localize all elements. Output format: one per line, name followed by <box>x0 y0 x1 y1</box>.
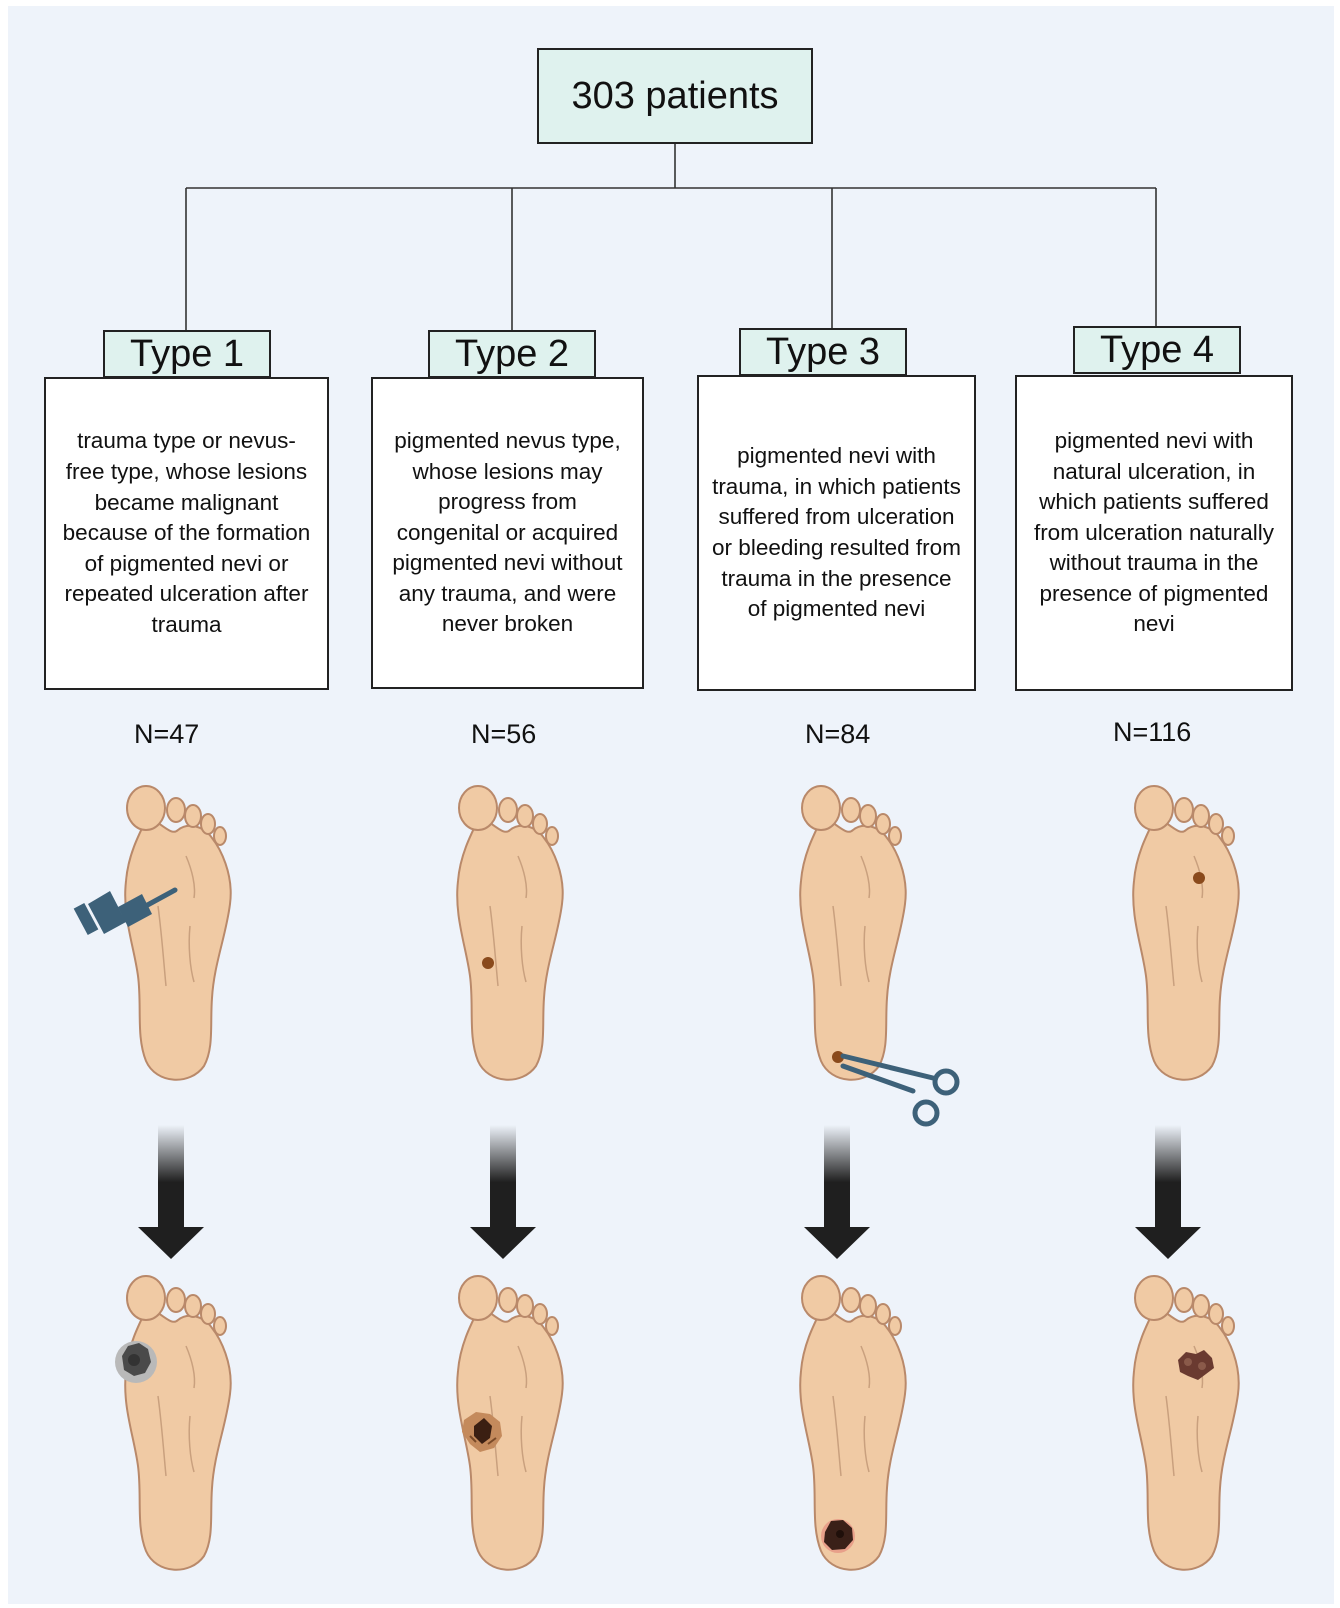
type-3-description: pigmented nevi with trauma, in which pat… <box>711 441 962 625</box>
nevus-spot <box>482 957 494 969</box>
melanoma-lesion <box>115 1341 157 1383</box>
type-1-foot-after <box>108 1276 248 1581</box>
type-2-progression-arrow <box>468 1125 538 1259</box>
type-3-progression-arrow <box>802 1125 872 1259</box>
type-3-foot-before <box>783 786 923 1091</box>
type-4-title: Type 4 <box>1100 329 1214 372</box>
type-1-tab: Type 1 <box>103 330 271 378</box>
type-3-description-box: pigmented nevi with trauma, in which pat… <box>697 375 976 691</box>
type-3-foot-after <box>783 1276 923 1581</box>
type-1-description: trauma type or nevus-free type, whose le… <box>58 426 315 640</box>
type-4-count: N=116 <box>1113 717 1191 748</box>
type-2-description-box: pigmented nevus type, whose lesions may … <box>371 377 644 689</box>
type-3-count: N=84 <box>805 719 870 750</box>
melanoma-lesion <box>821 1519 855 1553</box>
type-2-title: Type 2 <box>455 333 569 376</box>
nevus-spot <box>1193 872 1205 884</box>
type-2-foot-after <box>440 1276 580 1581</box>
type-4-foot-before <box>1116 786 1256 1091</box>
type-4-description: pigmented nevi with natural ulceration, … <box>1029 426 1279 640</box>
type-3-tab: Type 3 <box>739 328 907 376</box>
type-1-progression-arrow <box>136 1125 206 1259</box>
type-3-title: Type 3 <box>766 331 880 374</box>
type-4-tab: Type 4 <box>1073 326 1241 374</box>
type-2-foot-before <box>440 786 580 1091</box>
type-2-description: pigmented nevus type, whose lesions may … <box>385 426 630 640</box>
type-1-description-box: trauma type or nevus-free type, whose le… <box>44 377 329 690</box>
type-4-description-box: pigmented nevi with natural ulceration, … <box>1015 375 1293 691</box>
diagram-canvas: 303 patients Type 1 trauma type or nevus… <box>8 6 1334 1604</box>
root-box: 303 patients <box>537 48 813 144</box>
type-4-progression-arrow <box>1133 1125 1203 1259</box>
type-1-title: Type 1 <box>130 333 244 376</box>
type-1-count: N=47 <box>134 719 199 750</box>
type-2-count: N=56 <box>471 719 536 750</box>
type-4-foot-after <box>1116 1276 1256 1581</box>
type-2-tab: Type 2 <box>428 330 596 378</box>
type-1-foot-before <box>108 786 248 1091</box>
root-label: 303 patients <box>571 75 778 118</box>
